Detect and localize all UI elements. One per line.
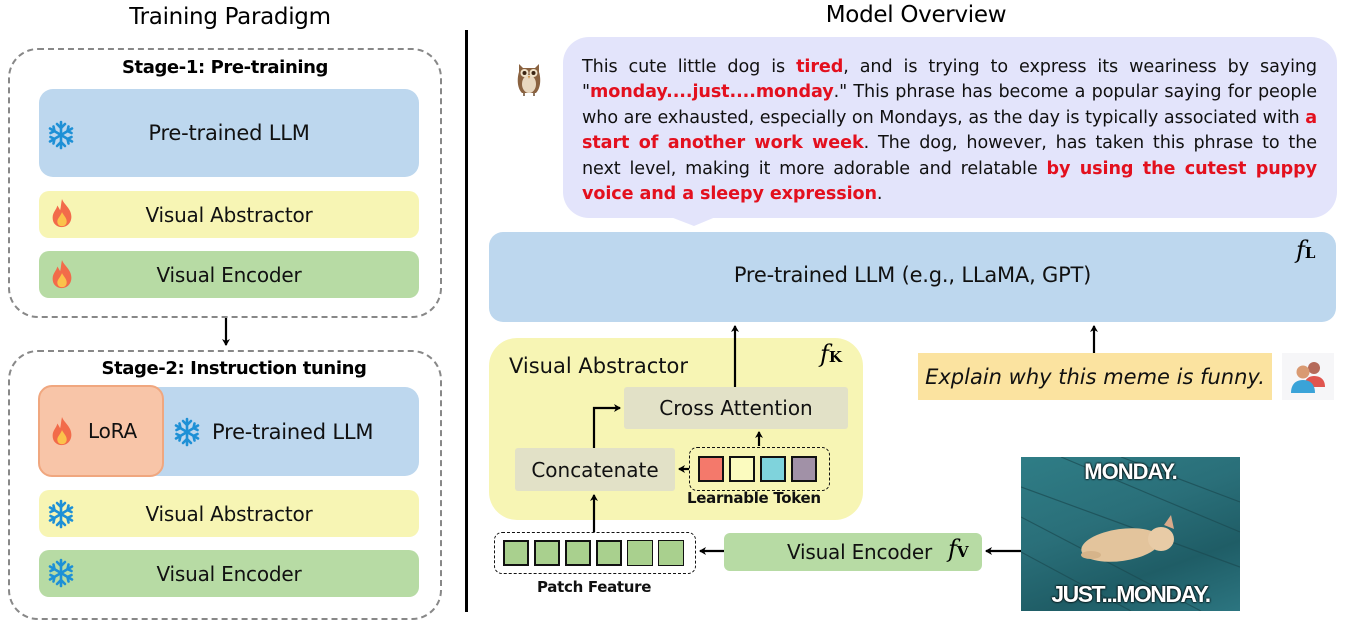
highlighted-phrase: by using the cutest puppy voice and a sl… bbox=[582, 158, 1317, 205]
meme-top-text: MONDAY. bbox=[1084, 459, 1177, 484]
llm-symbol: fL bbox=[1296, 236, 1315, 264]
stage-1-abstractor-label: Visual Abstractor bbox=[145, 202, 313, 227]
abstractor-symbol-sub: K bbox=[828, 348, 842, 366]
snowflake-icon bbox=[48, 120, 74, 150]
response-bubble bbox=[563, 37, 1337, 218]
lora-block: LoRA bbox=[38, 385, 164, 477]
floor-boards bbox=[1021, 457, 1240, 611]
patch-feature-label: Patch Feature bbox=[537, 578, 652, 596]
learnable-token bbox=[698, 456, 724, 482]
prompt-box: Explain why this meme is funny. bbox=[918, 353, 1272, 400]
meme-image: MONDAY. JUST...MONDAY. bbox=[1021, 457, 1240, 611]
section-divider bbox=[465, 30, 468, 612]
visual-encoder-label: Visual Encoder bbox=[786, 540, 932, 564]
learnable-token bbox=[729, 456, 755, 482]
learnable-token bbox=[760, 456, 786, 482]
llm-symbol-sub: L bbox=[1304, 244, 1316, 262]
concatenate-label: Concatenate bbox=[531, 457, 659, 482]
cross-attention-block: Cross Attention bbox=[624, 387, 848, 429]
response-segment: . The dog, however, has taken this phras… bbox=[582, 133, 1317, 179]
patch-feature-cell bbox=[534, 540, 560, 566]
cross-attention-label: Cross Attention bbox=[659, 396, 813, 420]
stage-1-llm-label: Pre-trained LLM bbox=[148, 121, 310, 145]
snowflake-icon bbox=[48, 558, 74, 588]
response-segment: This cute little dog is bbox=[582, 57, 797, 77]
stage-1-encoder-label: Visual Encoder bbox=[156, 262, 302, 287]
prompt-text: Explain why this meme is funny. bbox=[925, 364, 1265, 389]
highlighted-phrase: a start of another work week bbox=[582, 107, 1317, 154]
fire-icon bbox=[52, 416, 72, 446]
encoder-symbol: fV bbox=[948, 535, 969, 563]
snowflake-icon bbox=[174, 417, 200, 447]
owl-icon bbox=[517, 64, 541, 96]
training-paradigm-title: Training Paradigm bbox=[129, 4, 331, 30]
stage-2-llm-label: Pre-trained LLM bbox=[212, 419, 374, 444]
stage-1-box bbox=[8, 48, 442, 318]
encoder-symbol-f: f bbox=[948, 535, 957, 563]
users-icon bbox=[1282, 353, 1334, 400]
visual-abstractor-label: Visual Abstractor bbox=[509, 354, 689, 378]
fire-icon bbox=[52, 259, 72, 289]
stage-1-llm-block: Pre-trained LLM bbox=[39, 89, 419, 177]
abstractor-symbol-f: f bbox=[820, 340, 829, 368]
response-text: This cute little dog is tired, and is tr… bbox=[582, 55, 1317, 207]
learnable-token bbox=[791, 456, 817, 482]
learnable-token-label: Learnable Token bbox=[687, 489, 821, 507]
concatenate-block: Concatenate bbox=[515, 448, 675, 491]
visual-encoder-block: Visual Encoder bbox=[724, 533, 982, 571]
abstractor-symbol: fK bbox=[820, 340, 842, 368]
stage-1-title: Stage-1: Pre-training bbox=[121, 57, 329, 78]
snowflake-icon bbox=[48, 499, 74, 529]
stage-1-encoder-block: Visual Encoder bbox=[39, 251, 419, 298]
stage-2-abstractor-label: Visual Abstractor bbox=[145, 501, 313, 526]
stage-2-abstractor-block: Visual Abstractor bbox=[39, 490, 419, 537]
llm-label: Pre-trained LLM (e.g., LLaMA, GPT) bbox=[733, 263, 1092, 287]
encoder-symbol-sub: V bbox=[956, 543, 969, 561]
stage-2-encoder-label: Visual Encoder bbox=[156, 561, 302, 586]
highlighted-phrase: monday....just....monday bbox=[590, 82, 834, 103]
lora-label: LoRA bbox=[88, 419, 137, 443]
stage-2-box bbox=[8, 350, 442, 620]
patch-feature-cell bbox=[596, 540, 622, 566]
highlighted-phrase: tired bbox=[796, 57, 844, 77]
stage-2-title: Stage-2: Instruction tuning bbox=[101, 358, 367, 379]
fire-icon bbox=[52, 198, 72, 228]
learnable-token-group bbox=[689, 447, 830, 491]
llm-block: Pre-trained LLM (e.g., LLaMA, GPT) bbox=[489, 232, 1336, 322]
patch-feature-cell bbox=[565, 540, 591, 566]
patch-feature-cell bbox=[503, 540, 529, 566]
patch-feature-cell bbox=[627, 540, 653, 566]
model-overview-title: Model Overview bbox=[825, 2, 1007, 28]
response-segment: , and is trying to express its weariness… bbox=[582, 57, 1317, 103]
response-segment: . bbox=[876, 184, 883, 205]
patch-feature-group bbox=[494, 532, 696, 574]
bubble-tail bbox=[668, 216, 718, 226]
meme-bottom-text: JUST...MONDAY. bbox=[1051, 581, 1211, 607]
response-segment: ." This phrase has become a popular sayi… bbox=[582, 82, 1317, 128]
stage-1-abstractor-block: Visual Abstractor bbox=[39, 191, 419, 238]
stage-2-encoder-block: Visual Encoder bbox=[39, 550, 419, 597]
llm-symbol-f: f bbox=[1296, 236, 1305, 264]
patch-feature-cell bbox=[658, 540, 684, 566]
